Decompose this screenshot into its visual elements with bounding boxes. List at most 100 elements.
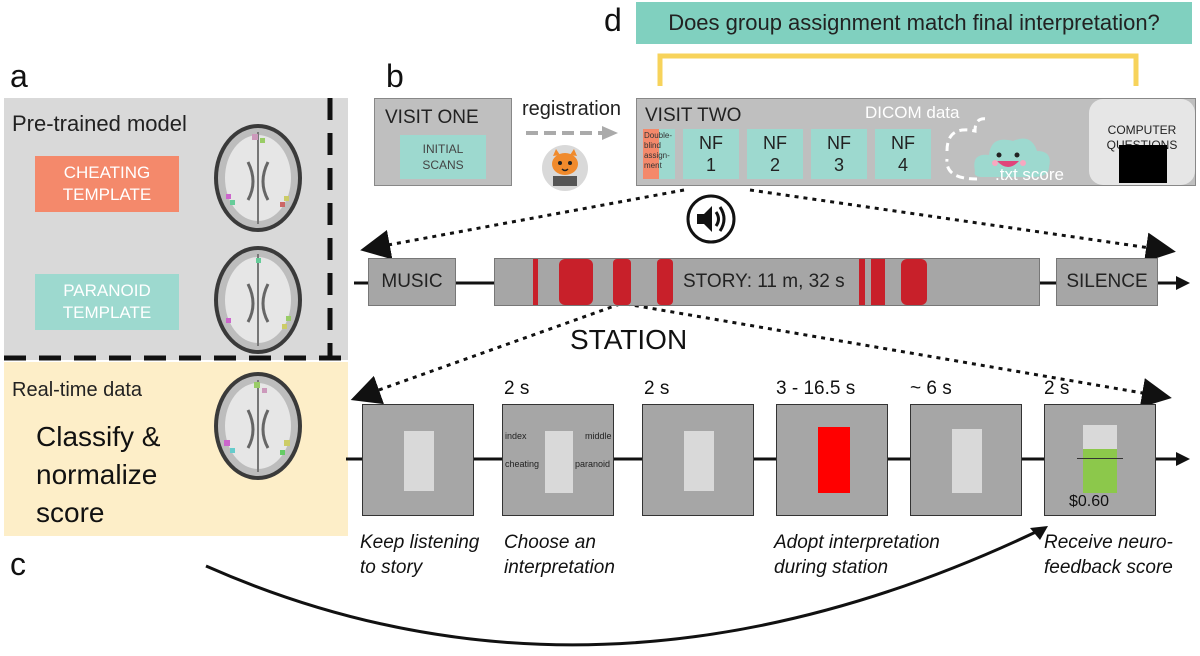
visit-two-title: VISIT TWO	[645, 105, 742, 126]
screen-adopt-interpretation	[776, 404, 888, 516]
panel-letter-a: a	[10, 58, 28, 94]
classify-normalize-text: Classify & normalize score	[36, 418, 160, 532]
caption-receive-line2: feedback score	[1044, 557, 1173, 578]
paranoid-template-line1: PARANOID	[63, 281, 151, 300]
visit-two-box: VISIT TWO Double- blind assign- ment NF …	[636, 98, 1196, 186]
screen-fixation	[642, 404, 754, 516]
caption-receive: Receive neuro- feedback score	[1044, 530, 1173, 580]
cheating-template-box: CHEATING TEMPLATE	[35, 156, 179, 212]
brain-scan-cheating	[214, 124, 302, 232]
station-label: STATION	[570, 324, 688, 355]
caption-adopt-line2: during station	[774, 557, 889, 578]
music-box: MUSIC	[368, 258, 456, 306]
cloud-server-icon	[945, 117, 1050, 181]
duration-label-3: 3 - 16.5 s	[776, 378, 856, 399]
caption-adopt-line1: Adopt interpretation	[774, 532, 940, 553]
initial-scans-line2: SCANS	[422, 158, 464, 172]
nf-run-4-label: NF	[891, 133, 915, 153]
caption-keep-listening-line1: Keep listening	[360, 532, 480, 553]
classify-line3: score	[36, 497, 105, 528]
classify-line1: Classify &	[36, 421, 161, 452]
choice-middle: middle	[585, 431, 612, 441]
question-text: Does group assignment match final interp…	[668, 10, 1160, 35]
duration-label-5: 2 s	[1044, 378, 1070, 399]
screen-wait	[910, 404, 1022, 516]
nf-run-2-label: NF	[763, 133, 787, 153]
caption-receive-line1: Receive neuro-	[1044, 532, 1173, 553]
station-marker-5	[859, 259, 865, 305]
screen-choice-bar	[545, 431, 573, 493]
initial-scans-box: INITIAL SCANS	[400, 135, 486, 179]
station-marker-3	[613, 259, 631, 305]
nf-run-2: NF 2	[747, 129, 803, 179]
cheating-template-line1: CHEATING	[63, 163, 151, 182]
txt-score-label: .txt score	[995, 165, 1064, 184]
computer-questions-line1: COMPUTER	[1107, 123, 1177, 137]
double-blind-line4: ment	[644, 161, 662, 170]
panel-letter-b: b	[386, 58, 404, 94]
station-marker-4	[657, 259, 673, 305]
double-blind-line2: blind	[644, 141, 661, 150]
screen-fixation-bar	[404, 431, 434, 491]
computer-monitor-icon	[1119, 145, 1167, 183]
registration-label: registration	[522, 98, 621, 120]
story-box: STORY: 11 m, 32 s	[494, 258, 1040, 306]
silence-label: SILENCE	[1066, 271, 1148, 292]
cheating-template-line2: TEMPLATE	[62, 185, 152, 204]
station-marker-1	[533, 259, 538, 305]
brain-scan-realtime	[214, 372, 302, 480]
realtime-data-title: Real-time data	[12, 379, 143, 401]
screen-choose-interpretation: index middle cheating paranoid	[502, 404, 614, 516]
nf-run-1-label: NF	[699, 133, 723, 153]
nf-run-3-number: 3	[833, 155, 844, 175]
caption-choose-line1: Choose an	[504, 532, 596, 553]
feedback-midline	[1077, 458, 1123, 459]
screen-feedback: $0.60	[1044, 404, 1156, 516]
classify-line2: normalize	[36, 459, 158, 490]
feedback-bar-fill	[1083, 449, 1117, 493]
nf-run-4-number: 4	[897, 155, 908, 175]
nf-run-3-label: NF	[827, 133, 851, 153]
nf-run-4: NF 4	[875, 129, 931, 179]
caption-choose: Choose an interpretation	[504, 530, 615, 580]
speaker-icon	[686, 194, 736, 244]
caption-adopt: Adopt interpretation during station	[774, 530, 940, 580]
double-blind-line1: Double-	[644, 131, 673, 140]
nf-run-2-number: 2	[769, 155, 780, 175]
brain-scan-paranoid	[214, 246, 302, 354]
initial-scans-line1: INITIAL	[422, 142, 464, 156]
screen-adopt-red-bar	[818, 427, 850, 493]
dicom-data-label: DICOM data	[865, 103, 960, 122]
feedback-bar-track	[1083, 425, 1117, 493]
feedback-payout: $0.60	[1069, 493, 1110, 510]
paranoid-template-box: PARANOID TEMPLATE	[35, 274, 179, 330]
story-label: STORY: 11 m, 32 s	[683, 271, 845, 292]
question-banner: Does group assignment match final interp…	[636, 2, 1192, 44]
station-marker-7	[901, 259, 927, 305]
panel-letter-c: c	[10, 546, 26, 582]
duration-label-1: 2 s	[504, 378, 530, 399]
visit-one-title: VISIT ONE	[385, 107, 479, 128]
pretrained-model-title: Pre-trained model	[12, 111, 187, 136]
panel-letter-d: d	[604, 2, 622, 38]
paranoid-template-line2: TEMPLATE	[62, 303, 152, 322]
double-blind-line3: assign-	[644, 151, 670, 160]
music-label: MUSIC	[381, 271, 443, 292]
registration-arrow	[526, 126, 618, 140]
caption-keep-listening: Keep listening to story	[360, 530, 479, 580]
caption-keep-listening-line2: to story	[360, 557, 423, 578]
nf-run-1-number: 1	[705, 155, 716, 175]
choice-cheating: cheating	[505, 459, 540, 469]
question-bracket	[657, 53, 1139, 86]
duration-label-2: 2 s	[644, 378, 670, 399]
choice-paranoid: paranoid	[575, 459, 611, 469]
nf-run-3: NF 3	[811, 129, 867, 179]
double-blind-box: Double- blind assign- ment	[643, 129, 675, 179]
nf-run-1: NF 1	[683, 129, 739, 179]
tiger-mascot-icon	[542, 145, 588, 191]
station-marker-2	[559, 259, 593, 305]
station-marker-6	[871, 259, 885, 305]
screen-fixation-bar-2	[684, 431, 714, 491]
